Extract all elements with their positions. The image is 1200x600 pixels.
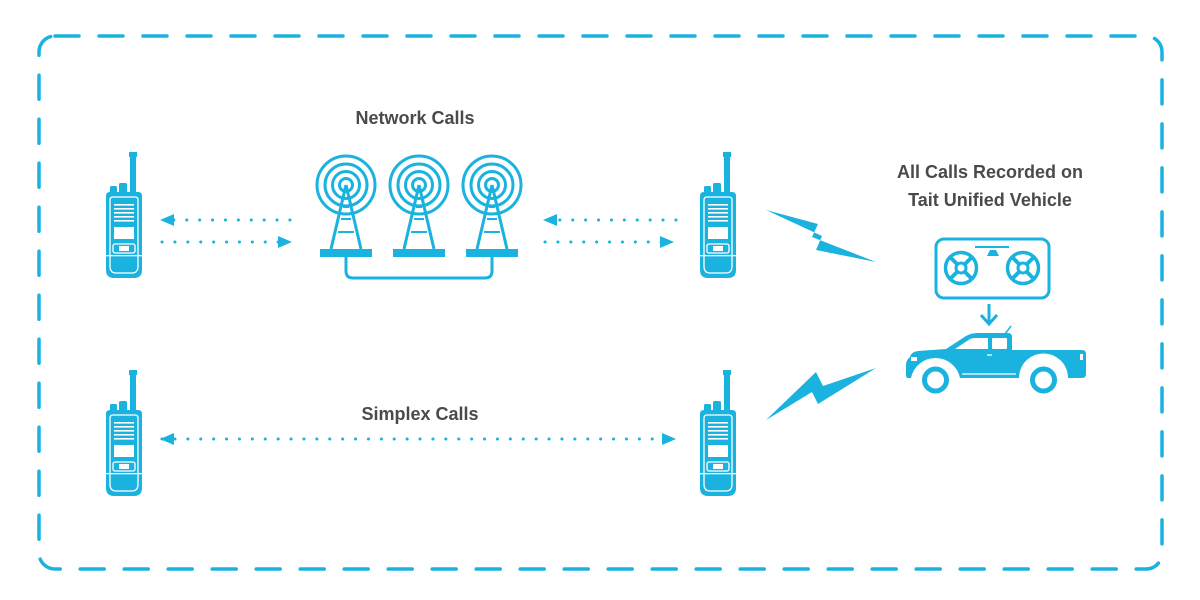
radio-simplex-right-icon [699,369,737,497]
radio-network-right-icon [699,151,737,279]
radio-simplex-left-icon [105,369,143,497]
recorded-calls-label-line2: Tait Unified Vehicle [908,190,1072,210]
reel-to-reel-recorder-icon [934,237,1051,300]
down-arrow-icon [979,304,999,327]
simplex-calls-label: Simplex Calls [361,404,479,424]
recorded-calls-label: All Calls Recorded on Tait Unified Vehic… [860,158,1120,214]
recorded-calls-label-line1: All Calls Recorded on [896,162,1084,182]
tower-2-icon [388,154,450,259]
diagram-border [37,34,1164,571]
tower-1-icon [315,154,377,259]
tower-3-icon [461,154,523,259]
pickup-truck-icon [906,325,1086,394]
lightning-bolt-upper-icon [766,210,876,262]
network-calls-label: Network Calls [355,108,475,128]
tower-link-line [344,257,494,280]
radio-network-left-icon [105,151,143,279]
lightning-bolt-lower-icon [766,368,876,420]
